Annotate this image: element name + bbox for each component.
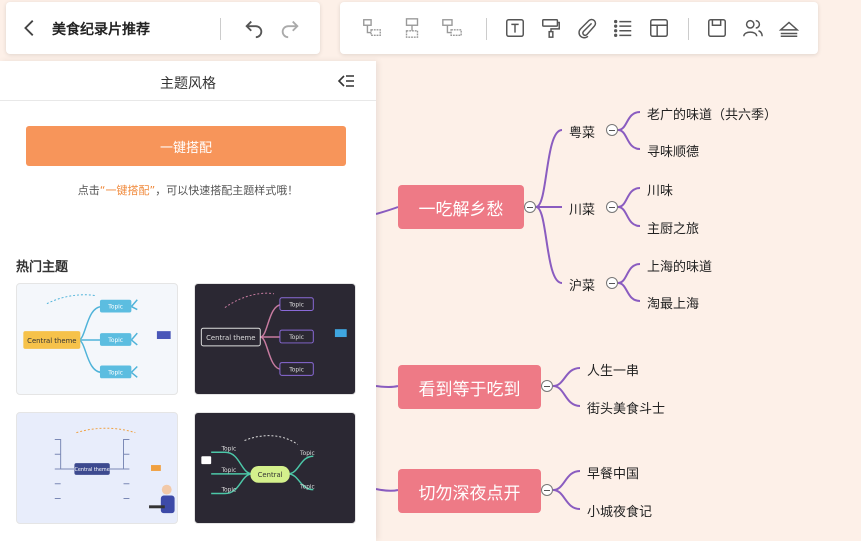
svg-text:Topic: Topic <box>288 335 304 341</box>
insert-child-icon[interactable] <box>358 14 386 42</box>
text-icon[interactable] <box>501 14 529 42</box>
collapse-panel-icon[interactable] <box>336 71 356 91</box>
mindmap-topic[interactable]: 人生一串 <box>587 364 640 379</box>
svg-text:Topic: Topic <box>220 468 236 474</box>
mindmap-topic[interactable]: 粤菜 <box>569 126 596 141</box>
theme-card-blue[interactable]: Central theme <box>16 412 178 524</box>
mindmap-topic[interactable]: 老广的味道（共六季） <box>647 108 778 123</box>
svg-text:Topic: Topic <box>107 305 123 311</box>
list-icon[interactable] <box>609 14 637 42</box>
collapse-toggle[interactable] <box>541 380 553 392</box>
svg-text:Topic: Topic <box>220 446 236 452</box>
document-title[interactable]: 美食纪录片推荐 <box>52 22 150 38</box>
mindmap-topic[interactable]: 川菜 <box>569 203 596 218</box>
divider <box>220 18 221 40</box>
layout-icon[interactable] <box>645 14 673 42</box>
collapse-toggle[interactable] <box>606 124 618 136</box>
theme-preview: Central Topic Topic Topic Topic Topic <box>201 435 315 495</box>
theme-panel: 主题风格 一键搭配 点击“一键搭配”，可以快速搭配主题样式哦！ 热门主题 Cen… <box>0 61 376 541</box>
back-icon[interactable] <box>16 14 44 42</box>
divider <box>688 18 689 40</box>
svg-text:Topic: Topic <box>107 338 123 344</box>
svg-text:Topic: Topic <box>107 370 123 376</box>
theme-preview: Central theme Topic Topic Topic <box>200 292 347 376</box>
svg-text:Central theme: Central theme <box>27 337 76 345</box>
attachment-icon[interactable] <box>573 14 601 42</box>
svg-text:Central: Central <box>258 471 283 479</box>
mindmap-topic[interactable]: 上海的味道 <box>647 260 713 275</box>
theme-card-dark[interactable]: Central theme Topic Topic Topic <box>194 283 356 395</box>
format-painter-icon[interactable] <box>537 14 565 42</box>
save-icon[interactable] <box>703 14 731 42</box>
redo-icon[interactable] <box>276 14 304 42</box>
insert-parent-icon[interactable] <box>438 14 466 42</box>
svg-text:Central theme: Central theme <box>74 467 109 473</box>
hint-text: 点击“一键搭配”，可以快速搭配主题样式哦！ <box>77 184 299 197</box>
title-toolbar: 美食纪录片推荐 <box>6 2 320 54</box>
collapse-toggle[interactable] <box>606 201 618 213</box>
divider <box>486 18 487 40</box>
svg-text:Central theme: Central theme <box>206 334 255 342</box>
collapse-toolbar-icon[interactable] <box>775 14 803 42</box>
mindmap-topic[interactable]: 川味 <box>647 184 674 199</box>
mindmap-topic[interactable]: 沪菜 <box>569 279 596 294</box>
svg-text:Topic: Topic <box>220 488 236 494</box>
theme-preview: Central theme Topic Topic Topic <box>23 294 171 379</box>
collapse-toggle[interactable] <box>606 277 618 289</box>
theme-preview: Central theme <box>54 427 175 514</box>
collapse-toggle[interactable] <box>541 484 553 496</box>
mindmap-topic[interactable]: 街头美食斗士 <box>587 402 666 417</box>
mindmap-topic[interactable]: 主厨之旅 <box>647 222 700 237</box>
mindmap-branch-3[interactable]: 切勿深夜点开 <box>398 469 541 513</box>
theme-card-dark-green[interactable]: Central Topic Topic Topic Topic Topic <box>194 412 356 524</box>
svg-text:Topic: Topic <box>299 451 315 457</box>
mindmap-topic[interactable]: 淘最上海 <box>647 297 700 312</box>
mindmap-topic[interactable]: 寻味顺德 <box>647 145 700 160</box>
panel-title: 主题风格 <box>160 76 216 92</box>
mindmap-branch-2[interactable]: 看到等于吃到 <box>398 365 541 409</box>
one-click-match-button[interactable]: 一键搭配 <box>26 126 346 166</box>
share-icon[interactable] <box>739 14 767 42</box>
mindmap-topic[interactable]: 早餐中国 <box>587 467 640 482</box>
svg-text:Topic: Topic <box>299 485 315 491</box>
insert-sibling-icon[interactable] <box>398 14 426 42</box>
mindmap-branch-1[interactable]: 一吃解乡愁 <box>398 185 524 229</box>
theme-card-light[interactable]: Central theme Topic Topic Topic <box>16 283 178 395</box>
undo-icon[interactable] <box>240 14 268 42</box>
svg-text:Topic: Topic <box>288 303 304 309</box>
svg-text:Topic: Topic <box>288 367 304 373</box>
collapse-toggle[interactable] <box>524 201 536 213</box>
divider <box>0 100 376 101</box>
edit-toolbar <box>340 2 818 54</box>
mindmap-topic[interactable]: 小城夜食记 <box>587 505 653 520</box>
section-title: 热门主题 <box>16 260 69 275</box>
